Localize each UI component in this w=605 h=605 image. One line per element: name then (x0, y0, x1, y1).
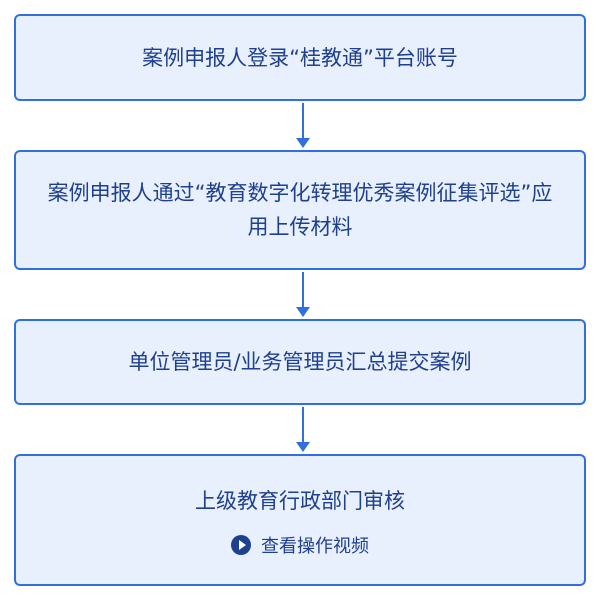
flow-step-label: 案例申报人登录“桂教通”平台账号 (142, 45, 458, 70)
flow-step-login: 案例申报人登录“桂教通”平台账号 (14, 14, 586, 101)
view-video-label: 查看操作视频 (261, 536, 369, 557)
flow-arrow-down-icon (296, 407, 310, 453)
play-circle-icon (231, 535, 251, 555)
flow-step-submit-cases: 单位管理员/业务管理员汇总提交案例 (14, 319, 586, 405)
flow-step-label: 案例申报人通过“教育数字化转理优秀案例征集评选”应用上传材料 (47, 181, 553, 239)
flow-step-label: 上级教育行政部门审核 (195, 489, 405, 513)
flow-arrow-down-icon (296, 272, 310, 318)
flow-step-review: 上级教育行政部门审核 查看操作视频 (14, 454, 586, 586)
flow-step-upload-materials: 案例申报人通过“教育数字化转理优秀案例征集评选”应用上传材料 (14, 150, 586, 270)
flow-step-label: 单位管理员/业务管理员汇总提交案例 (128, 350, 472, 374)
flow-arrow-down-icon (296, 103, 310, 149)
view-video-link[interactable]: 查看操作视频 (231, 532, 369, 558)
